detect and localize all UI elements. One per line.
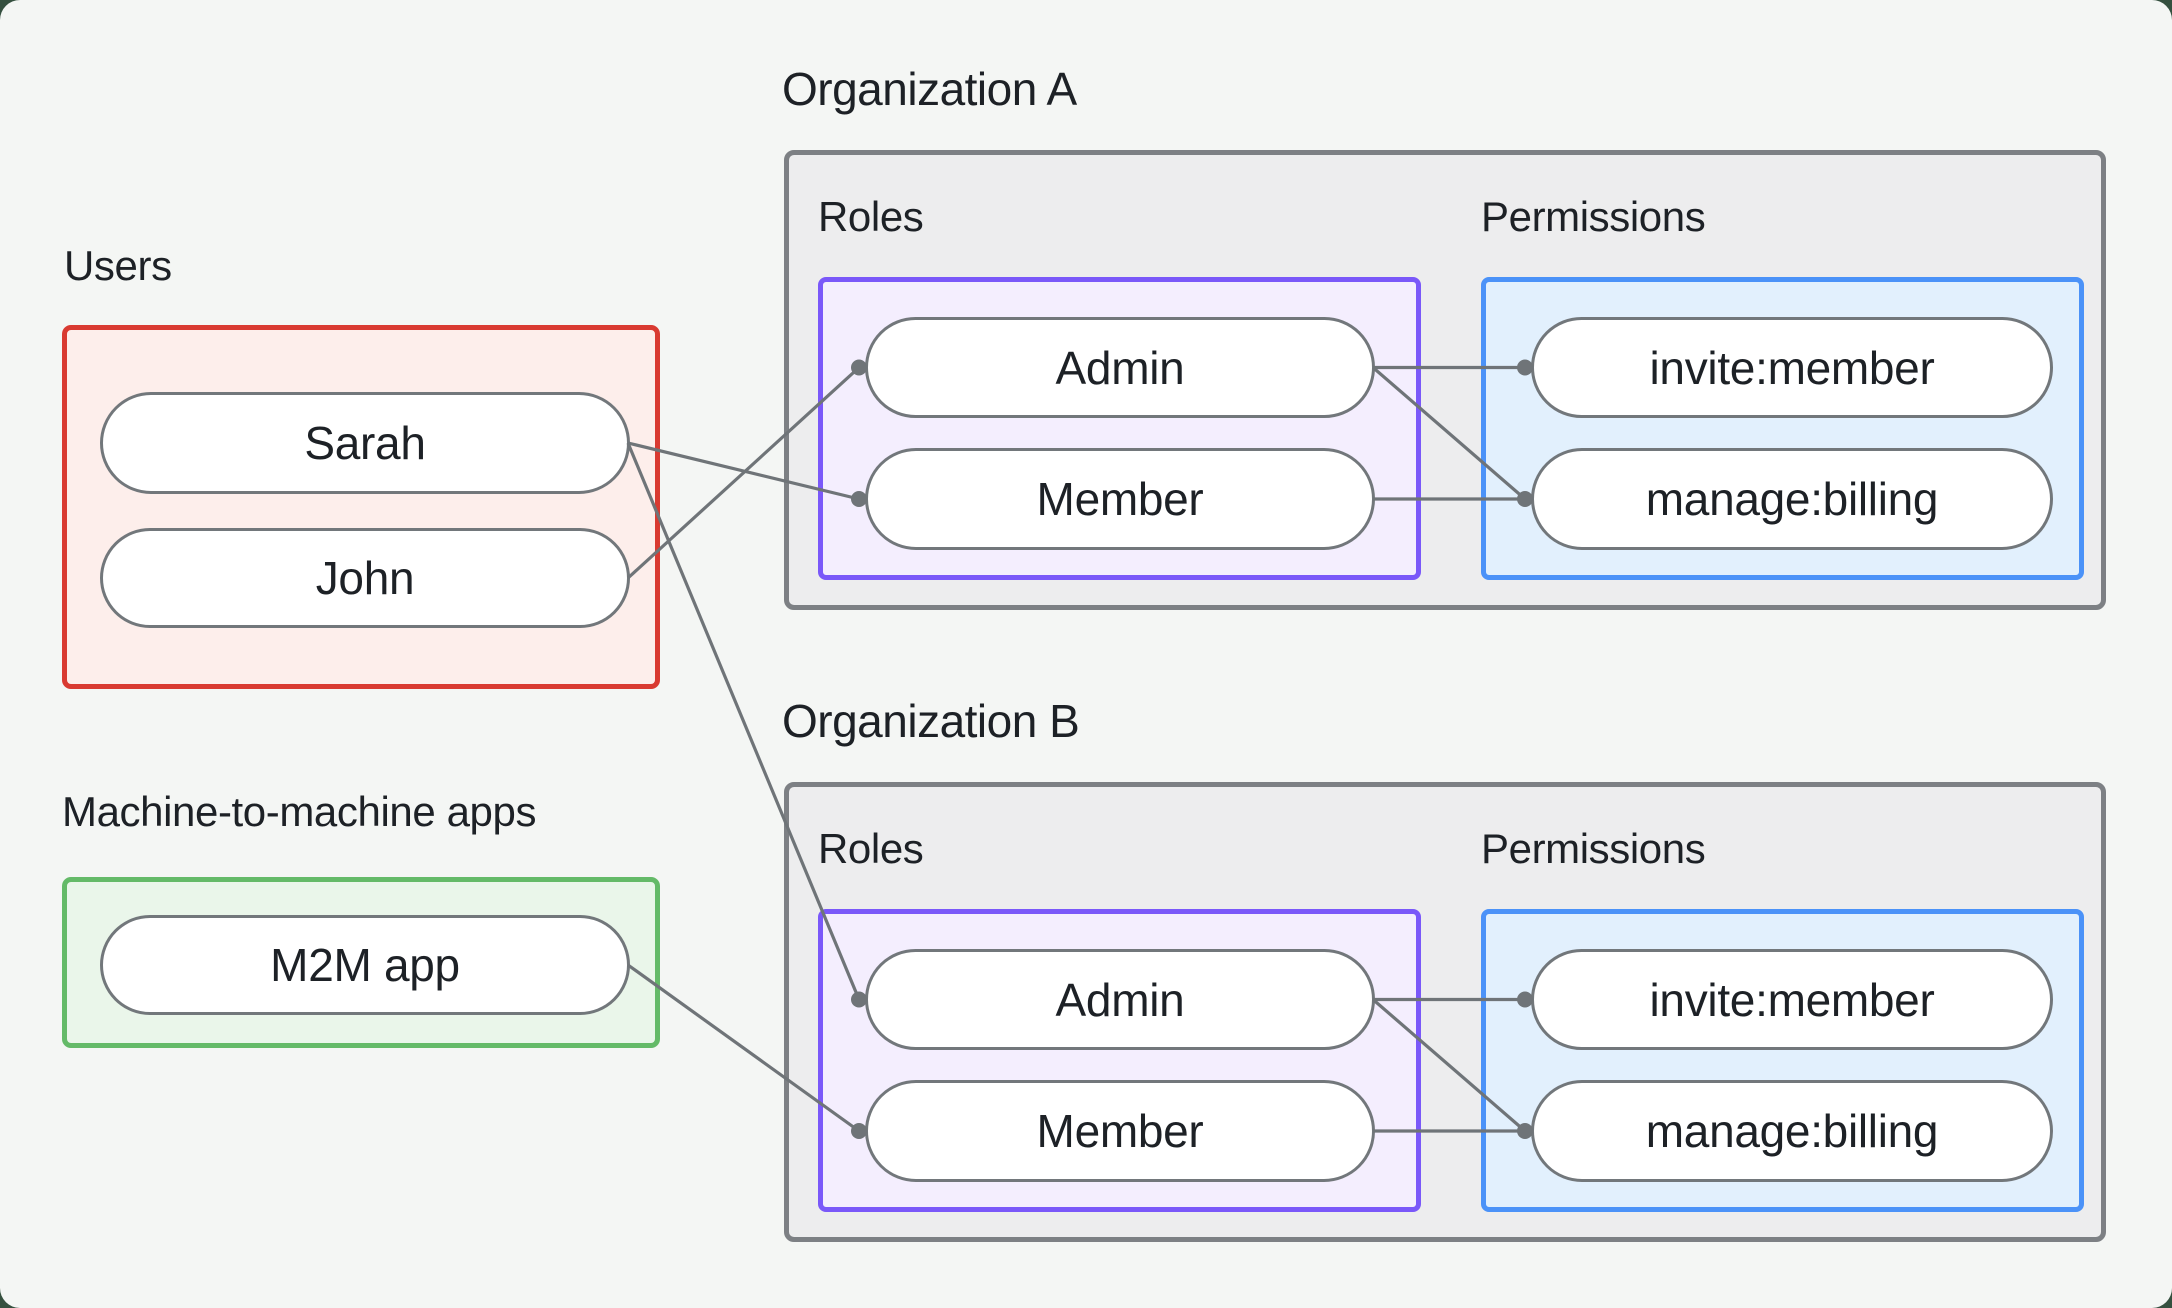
orgA-role-node-admin: Admin [865,317,1375,418]
m2m-app-node: M2M app [100,915,630,1015]
organization-a-roles-label: Roles [818,193,924,240]
organization-b-roles-box: Admin Member [818,909,1421,1212]
orgB-permission-node-invite-member: invite:member [1531,949,2053,1050]
users-group-label: Users [64,242,172,289]
organization-b-permissions-label: Permissions [1481,825,1706,872]
m2m-group-box: M2M app [62,877,660,1048]
organization-a-permissions-label: Permissions [1481,193,1706,240]
orgB-role-node-member: Member [865,1080,1375,1182]
m2m-group-label: Machine-to-machine apps [62,788,537,835]
users-group-box: Sarah John [62,325,660,689]
organization-b-title: Organization B [782,695,1080,747]
organization-a-title: Organization A [782,63,1077,115]
orgA-permission-node-manage-billing: manage:billing [1531,448,2053,550]
orgA-permission-node-invite-member: invite:member [1531,317,2053,418]
organization-b-roles-label: Roles [818,825,924,872]
organization-a-section: Organization A Roles Permissions Admin M… [782,63,2106,610]
organization-a-roles-box: Admin Member [818,277,1421,580]
orgB-permission-node-manage-billing: manage:billing [1531,1080,2053,1182]
user-node-sarah: Sarah [100,392,630,494]
orgB-role-node-admin: Admin [865,949,1375,1050]
organization-b-section: Organization B Roles Permissions Admin M… [782,695,2106,1242]
user-node-john: John [100,528,630,628]
organization-b-permissions-box: invite:member manage:billing [1481,909,2084,1212]
orgA-role-node-member: Member [865,448,1375,550]
organization-a-permissions-box: invite:member manage:billing [1481,277,2084,580]
